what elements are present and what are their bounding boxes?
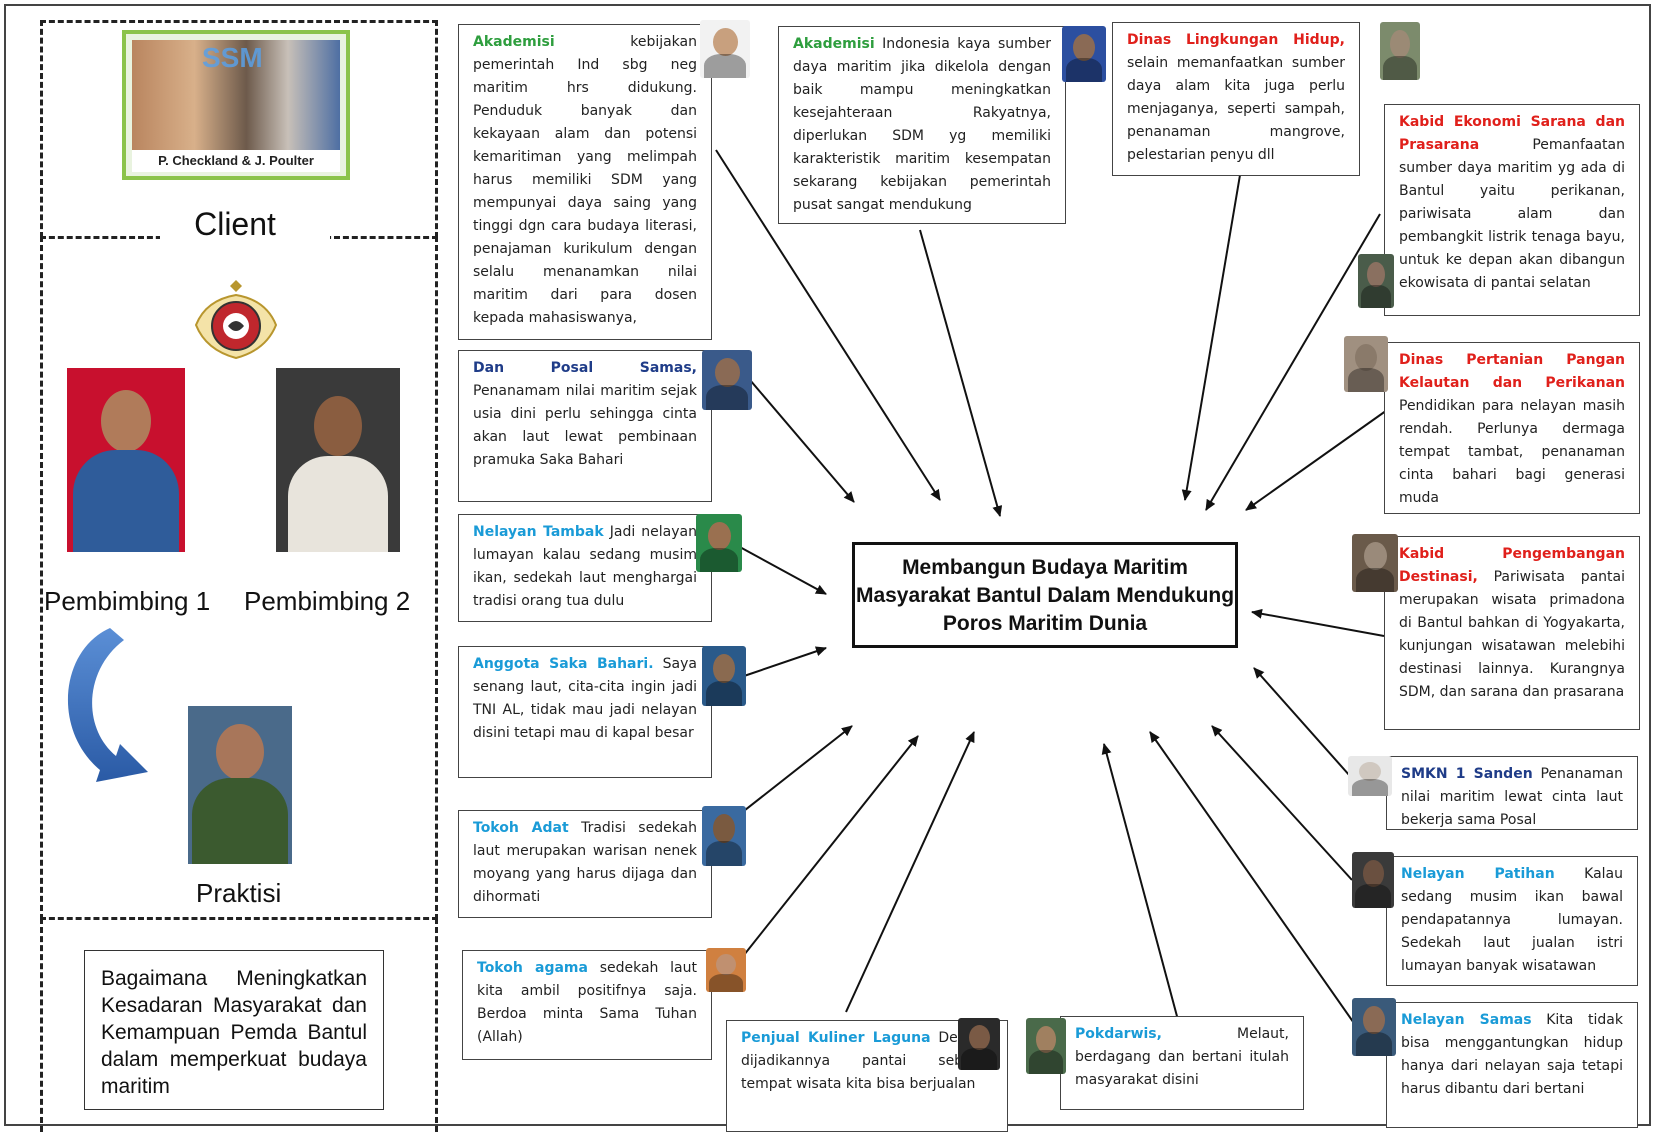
card-title: Tokoh Adat xyxy=(473,820,569,836)
client-label: Client xyxy=(194,206,276,242)
arrow-saka-bahari xyxy=(743,646,827,677)
arrow-dinas-lh xyxy=(1181,174,1241,501)
arrow-posal xyxy=(749,379,855,503)
portrait-nelayan-patihan xyxy=(1352,852,1394,908)
portrait-dinas-pertanian xyxy=(1344,336,1388,392)
card-text: Penanamam nilai maritim sejak usia dini … xyxy=(473,383,697,468)
portrait-posal xyxy=(702,350,752,410)
arrow-pokdarwis xyxy=(1101,743,1179,1021)
praktisi-photo xyxy=(188,706,292,864)
card-smkn: SMKN 1 Sanden Penanaman nilai maritim le… xyxy=(1386,756,1638,830)
card-text: selain memanfaatkan sumber daya alam kit… xyxy=(1127,55,1345,163)
card-title: Akademisi xyxy=(793,36,875,52)
arrow-nelayan-tambak xyxy=(737,545,827,595)
card-dinas-lh: Dinas Lingkungan Hidup, selain memanfaat… xyxy=(1112,22,1360,176)
pembimbing2-label: Pembimbing 2 xyxy=(244,586,411,616)
portrait-saka-bahari xyxy=(702,646,746,706)
card-text: Penanaman nilai maritim lewat cinta laut… xyxy=(1401,766,1623,828)
question-section-border xyxy=(40,918,438,1132)
arrow-akademisi2 xyxy=(919,229,1003,517)
curved-arrow-icon xyxy=(67,628,148,782)
card-title: Penjual Kuliner Laguna xyxy=(741,1030,931,1046)
card-nelayan-samas: Nelayan Samas Kita tidak bisa menggantun… xyxy=(1386,1002,1638,1128)
card-title: Nelayan Patihan xyxy=(1401,866,1555,882)
card-title: SMKN 1 Sanden xyxy=(1401,766,1533,782)
card-text: sedekah laut kita ambil positifnya saja.… xyxy=(477,960,697,1045)
card-title: Tokoh agama xyxy=(477,960,588,976)
card-posal: Dan Posal Samas, Penanamam nilai maritim… xyxy=(458,350,712,502)
card-title: Akademisi xyxy=(473,34,555,50)
portrait-akademisi1 xyxy=(700,20,750,78)
portrait-tokoh-adat xyxy=(702,806,746,866)
card-title: Dinas Pertanian Pangan Kelautan dan Peri… xyxy=(1399,352,1625,391)
portrait-akademisi2 xyxy=(1062,26,1106,82)
arrow-nelayan-patihan xyxy=(1211,725,1353,881)
pembimbing1-label: Pembimbing 1 xyxy=(44,586,211,616)
central-theme-box: Membangun Budaya Maritim Masyarakat Bant… xyxy=(852,542,1238,648)
card-tokoh-agama: Tokoh agama sedekah laut kita ambil posi… xyxy=(462,950,712,1060)
arrow-kabid-ekonomi xyxy=(1205,213,1381,511)
arrow-akademisi1 xyxy=(715,149,941,501)
portrait-nelayan-samas xyxy=(1352,998,1396,1056)
card-title: Kabid Pengembangan Destinasi, xyxy=(1399,546,1625,585)
card-kabid-destinasi: Kabid Pengembangan Destinasi, Pariwisata… xyxy=(1384,536,1640,730)
arrow-penjual xyxy=(845,731,975,1013)
card-title: Anggota Saka Bahari. xyxy=(473,656,654,672)
client-label-background xyxy=(160,200,330,256)
client-section-border xyxy=(40,20,438,238)
authors-image: SSM xyxy=(132,40,340,150)
portrait-pokdarwis xyxy=(1026,1018,1066,1074)
card-text: Melaut, berdagang dan bertani itulah mas… xyxy=(1075,1026,1289,1088)
portrait-kabid-ekonomi xyxy=(1358,254,1394,308)
card-text: Jadi nelayan lumayan kalau sedang musim … xyxy=(473,524,697,609)
card-title: Pokdarwis, xyxy=(1075,1026,1162,1042)
card-text: Tradisi sedekah laut merupakan warisan n… xyxy=(473,820,698,905)
card-dinas-pertanian: Dinas Pertanian Pangan Kelautan dan Peri… xyxy=(1384,342,1640,514)
card-text: Pemanfaatan sumber daya maritim yg ada d… xyxy=(1399,137,1625,291)
card-akademisi2: Akademisi Indonesia kaya sumber daya mar… xyxy=(778,26,1066,224)
navy-emblem-icon xyxy=(194,280,278,360)
portrait-tokoh-agama xyxy=(706,948,746,992)
card-saka-bahari: Anggota Saka Bahari. Saya senang laut, c… xyxy=(458,646,712,778)
arrow-kabid-destinasi xyxy=(1251,608,1385,637)
arrow-smkn xyxy=(1253,667,1351,777)
card-title: Nelayan Tambak xyxy=(473,524,604,540)
card-title: Dan Posal Samas, xyxy=(473,360,697,376)
pembimbing1-photo xyxy=(67,368,185,552)
arrow-tokoh-agama xyxy=(739,735,919,961)
card-text: Pendidikan para nelayan masih rendah. Pe… xyxy=(1399,398,1625,506)
research-question-box: Bagaimana Meningkatkan Kesadaran Masyara… xyxy=(84,950,384,1110)
card-title: Kabid Ekonomi Sarana dan Prasarana xyxy=(1399,114,1625,153)
photo-caption: P. Checkland & J. Poulter xyxy=(132,150,340,172)
ssm-authors-photo: SSM P. Checkland & J. Poulter xyxy=(122,30,350,180)
praktisi-label: Praktisi xyxy=(196,878,282,908)
card-text: Indonesia kaya sumber daya maritim jika … xyxy=(793,36,1052,213)
arrow-dinas-pertanian xyxy=(1245,407,1391,511)
card-title: Dinas Lingkungan Hidup, xyxy=(1127,32,1345,48)
arrow-nelayan-samas xyxy=(1149,731,1357,1027)
card-kabid-ekonomi: Kabid Ekonomi Sarana dan Prasarana Peman… xyxy=(1384,104,1640,316)
card-nelayan-patihan: Nelayan Patihan Kalau sedang musim ikan … xyxy=(1386,856,1638,986)
card-tokoh-adat: Tokoh Adat Tradisi sedekah laut merupaka… xyxy=(458,810,712,918)
pembimbing2-photo xyxy=(276,368,400,552)
card-text: Saya senang laut, cita-cita ingin jadi T… xyxy=(473,656,697,741)
portrait-dinas-lh xyxy=(1380,22,1420,80)
portrait-penjual xyxy=(958,1018,1000,1070)
card-nelayan-tambak: Nelayan Tambak Jadi nelayan lumayan kala… xyxy=(458,514,712,622)
card-text: kebijakan pemerintah Ind sbg neg maritim… xyxy=(473,34,697,326)
portrait-kabid-destinasi xyxy=(1352,534,1398,592)
portrait-nelayan-tambak xyxy=(696,514,742,572)
card-pokdarwis: Pokdarwis, Melaut, berdagang dan bertani… xyxy=(1060,1016,1304,1110)
card-title: Nelayan Samas xyxy=(1401,1012,1532,1028)
card-text: Kalau sedang musim ikan bawal pendapatan… xyxy=(1401,866,1623,974)
card-text: Kita tidak bisa menggantungkan hidup han… xyxy=(1401,1012,1623,1097)
card-akademisi1: Akademisi kebijakan pemerintah Ind sbg n… xyxy=(458,24,712,340)
ssm-logo-text: SSM xyxy=(202,42,263,73)
portrait-smkn xyxy=(1348,756,1392,796)
card-text: Pariwisata pantai merupakan wisata prima… xyxy=(1399,569,1625,700)
